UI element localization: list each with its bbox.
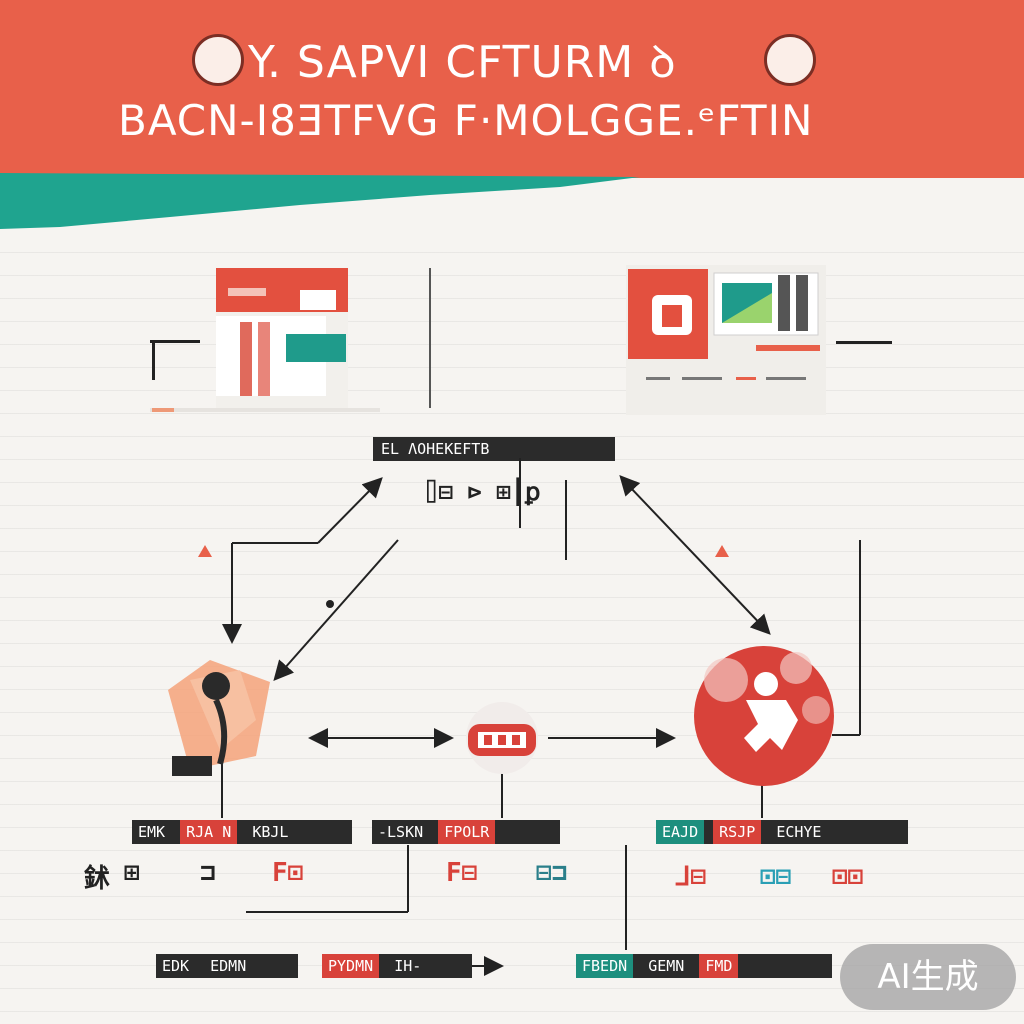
glyph-center-2: ⊟⊐ xyxy=(536,858,568,888)
badge-right-icon xyxy=(764,34,816,86)
label-bottom-right: FBEDN GEMN FMD xyxy=(576,954,832,978)
label-right-a: EAJD xyxy=(656,820,705,844)
divider-line xyxy=(429,268,431,408)
badge-left-icon xyxy=(192,34,244,86)
glyph-left-2: ⊞ xyxy=(124,858,140,888)
label-right-c: ECHYE xyxy=(776,823,822,841)
paper-background xyxy=(0,230,1024,1024)
label-right-b: RSJP xyxy=(713,820,762,844)
label-bottom-right-c: FMD xyxy=(699,954,739,978)
glyph-right-1: ⅃⊟ xyxy=(676,862,707,892)
label-center-a: -LSKN xyxy=(378,823,424,841)
label-center-b: FPOLR xyxy=(438,820,496,844)
glyph-center-1: F⊟ xyxy=(446,858,478,888)
label-center: -LSKN FPOLR xyxy=(372,820,560,844)
glyph-right-2: ⊡⊟ xyxy=(760,862,792,892)
label-bottom-right-a: FBEDN xyxy=(576,954,634,978)
label-bottom-left-a: EDK xyxy=(162,957,190,975)
label-bottom-mid: PYDMN IH- xyxy=(322,954,472,978)
glyph-left-4: F⊡ xyxy=(272,858,304,888)
label-top-center: EL ΛOHEKEFTB xyxy=(373,437,615,461)
glyph-left-3: ⊐ xyxy=(200,858,216,888)
runner-icon xyxy=(694,646,834,786)
label-bottom-mid-b: IH- xyxy=(394,957,422,975)
label-bottom-right-b: GEMN xyxy=(648,957,685,975)
header-banner xyxy=(0,0,1024,178)
label-left-b: RJA N xyxy=(180,820,238,844)
header-title-line2: BACN-I8ƎTFVG F·MOLGGE.ᵉFTIN xyxy=(118,96,814,145)
glyph-right-3: ⊡⊡ xyxy=(832,862,864,892)
label-left-c: KBJL xyxy=(252,823,289,841)
label-left-a: EMK xyxy=(138,823,166,841)
label-left: EMK RJA N KBJL xyxy=(132,820,352,844)
header-title-line1: Y. SAPVI CFTURM ꝺ xyxy=(248,37,677,88)
label-bottom-left-b: EDMN xyxy=(210,957,247,975)
glyph-left-1: 鉥 xyxy=(84,864,111,894)
person-icon xyxy=(168,660,270,776)
label-right: EAJD RSJP ECHYE xyxy=(656,820,908,844)
document-icon xyxy=(466,702,538,774)
teal-brush-stroke xyxy=(0,173,640,229)
ai-generated-watermark: AI生成 xyxy=(840,944,1016,1010)
monitor-icon xyxy=(626,265,892,415)
label-bottom-left: EDK EDMN xyxy=(156,954,298,978)
label-bottom-mid-a: PYDMN xyxy=(322,954,380,978)
window-left-icon xyxy=(150,268,380,412)
